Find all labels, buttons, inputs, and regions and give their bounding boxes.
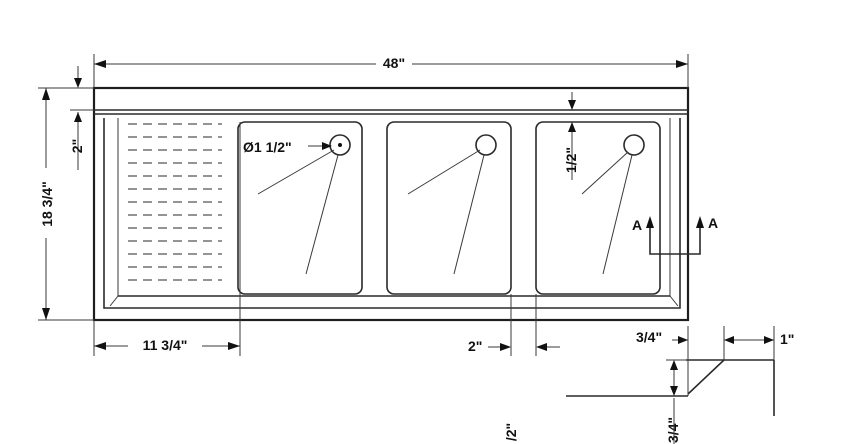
inner-tub-outline — [103, 118, 681, 309]
sink-bowl-3 — [535, 121, 661, 295]
top-dim-arrow-left — [94, 60, 106, 68]
bowl-slope-lines — [257, 149, 633, 275]
drain-3 — [623, 134, 645, 156]
profile-bevel — [687, 359, 725, 395]
profile-height-label: 3/4" — [665, 417, 681, 443]
section-cut-line — [649, 222, 701, 255]
drain-1 — [329, 134, 351, 156]
section-mark-right: A — [708, 215, 718, 231]
overall-width-label: 48" — [383, 55, 405, 71]
profile-edge-label: 1" — [780, 331, 794, 347]
drainboard-grooves — [128, 123, 222, 281]
drain-2 — [475, 134, 497, 156]
partial-dimension-label: /2" — [503, 423, 519, 441]
sink-bowl-2 — [386, 121, 512, 295]
inner-tub-outline-2 — [109, 118, 679, 307]
drain-diameter-label: Ø1 1/2" — [243, 139, 292, 155]
backsplash-height-label: 2" — [69, 139, 85, 153]
bowl-spacing-label: 2" — [468, 338, 482, 354]
sink-outer-outline — [92, 86, 690, 322]
top-dim-arrow-right — [676, 60, 688, 68]
overall-depth-label: 18 3/4" — [39, 181, 55, 227]
bowl-offset-label: 1/2" — [563, 147, 579, 173]
profile-lip-label: 3/4" — [636, 329, 662, 345]
section-mark-left: A — [632, 217, 642, 233]
sink-bowl-1 — [237, 121, 363, 295]
drainboard-width-label: 11 3/4" — [143, 337, 188, 353]
drain-1-center — [338, 143, 342, 147]
